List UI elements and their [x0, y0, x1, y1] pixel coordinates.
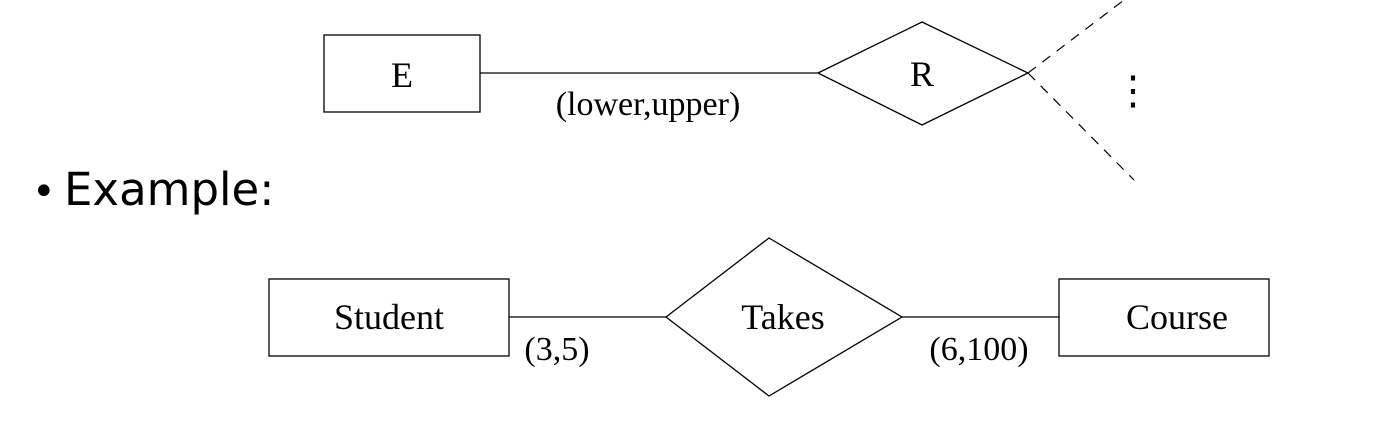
example-heading: Example:: [64, 163, 274, 216]
bullet-marker: •: [32, 169, 56, 215]
relationship-r-label: R: [910, 54, 934, 94]
dashed-connector-lower: [1027, 72, 1135, 181]
lower-upper-cardinality-label: (lower,upper): [556, 86, 741, 123]
student-entity-label: Student: [334, 297, 444, 337]
student-cardinality-label: (3,5): [524, 331, 589, 368]
example-bullet: • Example:: [32, 163, 274, 216]
takes-relationship-label: Takes: [741, 297, 824, 337]
example-er-diagram: Student (3,5) Takes (6,100) Course: [268, 237, 1270, 397]
course-cardinality-label: (6,100): [929, 331, 1028, 368]
entity-e-label: E: [391, 55, 413, 95]
course-entity-label: Course: [1126, 297, 1228, 337]
course-entity-box: [1058, 278, 1270, 357]
generic-er-diagram: E (lower,upper) R ⋮: [323, 0, 1153, 181]
dashed-connector-upper: [1027, 0, 1125, 74]
vertical-ellipsis: ⋮: [1113, 68, 1153, 113]
